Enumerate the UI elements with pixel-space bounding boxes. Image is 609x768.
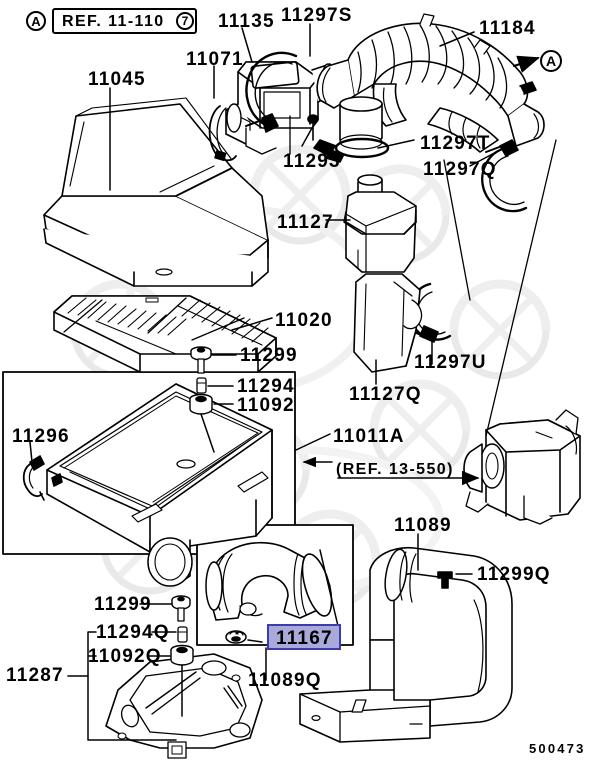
- part-hose-clamp-11297S: [245, 51, 298, 133]
- part-label-11127Q: 11127Q: [349, 384, 422, 405]
- leader-arrows: [302, 55, 540, 486]
- part-throttle-body-ref-13-550: [463, 409, 581, 525]
- part-intake-bracket-11089Q: [105, 653, 263, 759]
- part-label-11294Q: 11294Q: [96, 622, 170, 643]
- reference-inline-text: (REF. 13-550): [336, 461, 454, 478]
- reference-box: [52, 8, 197, 34]
- part-label-11299Q: 11299Q: [477, 564, 551, 585]
- part-label-11092: 11092: [237, 395, 295, 416]
- part-label-11297Q: 11297Q: [423, 159, 497, 180]
- part-screw-11293: [307, 114, 319, 141]
- part-collar-11294: [196, 377, 207, 394]
- part-hose-clamp-11297T: [313, 137, 390, 163]
- part-insulator-11092Q: [170, 644, 194, 666]
- part-air-intake-duct-11089: [299, 546, 513, 743]
- part-resonator-11127: [343, 174, 417, 273]
- part-air-cleaner-cover-11045: [43, 97, 269, 287]
- part-label-11287: 11287: [6, 665, 64, 686]
- part-resonator-11127Q: [353, 273, 423, 373]
- highlighted-part-label-11167[interactable]: 11167: [267, 624, 341, 650]
- part-label-11092Q: 11092Q: [88, 646, 162, 667]
- part-grommet-11167-icon: [225, 630, 247, 644]
- part-label-11045: 11045: [88, 69, 146, 90]
- part-collar-11294Q: [177, 626, 188, 643]
- part-label-11296: 11296: [12, 426, 70, 447]
- part-label-11089: 11089: [394, 515, 452, 536]
- part-label-11089Q: 11089Q: [248, 670, 322, 691]
- part-air-cleaner-body-11011A: [46, 383, 273, 587]
- part-label-11184: 11184: [479, 18, 536, 39]
- part-label-11011A: 11011A: [333, 426, 405, 447]
- part-label-11293: 11293: [283, 151, 341, 172]
- part-intake-hose-11167: [205, 541, 333, 621]
- part-sensor-gasket-11071: [208, 105, 237, 162]
- reference-circled-number: 7: [176, 12, 194, 30]
- part-hose-clamp-11297Q: [481, 139, 528, 213]
- callout-a-icon: A: [540, 50, 562, 72]
- part-label-11297S: 11297S: [281, 5, 353, 26]
- part-screw-11299-lower: [171, 595, 191, 622]
- part-label-11299-lower: 11299: [94, 594, 152, 615]
- part-label-11135: 11135: [218, 11, 275, 32]
- part-label-11127: 11127: [277, 212, 334, 233]
- part-air-flow-sensor-11135: [225, 61, 335, 155]
- diagram-number: 500473: [529, 741, 586, 756]
- highlighted-part-number: 11167: [276, 628, 333, 649]
- reference-tag-a-icon: A: [26, 11, 46, 31]
- part-label-11020: 11020: [275, 310, 333, 331]
- part-label-11294: 11294: [237, 376, 295, 397]
- part-screw-11299-upper: [190, 346, 212, 374]
- part-insulator-11092: [189, 393, 213, 415]
- part-label-11297U: 11297U: [414, 352, 487, 373]
- reference-box-text: REF. 11-110: [62, 13, 165, 30]
- part-label-11071: 11071: [186, 49, 244, 70]
- part-screw-11299Q: [437, 571, 453, 589]
- part-clip-11296: [22, 455, 45, 501]
- part-label-11297T: 11297T: [420, 133, 491, 154]
- part-air-filter-element-11020: [53, 295, 277, 373]
- part-air-intake-hose-11184: [316, 13, 545, 153]
- part-label-11299-upper: 11299: [240, 345, 298, 366]
- leader-lines: [29, 23, 557, 741]
